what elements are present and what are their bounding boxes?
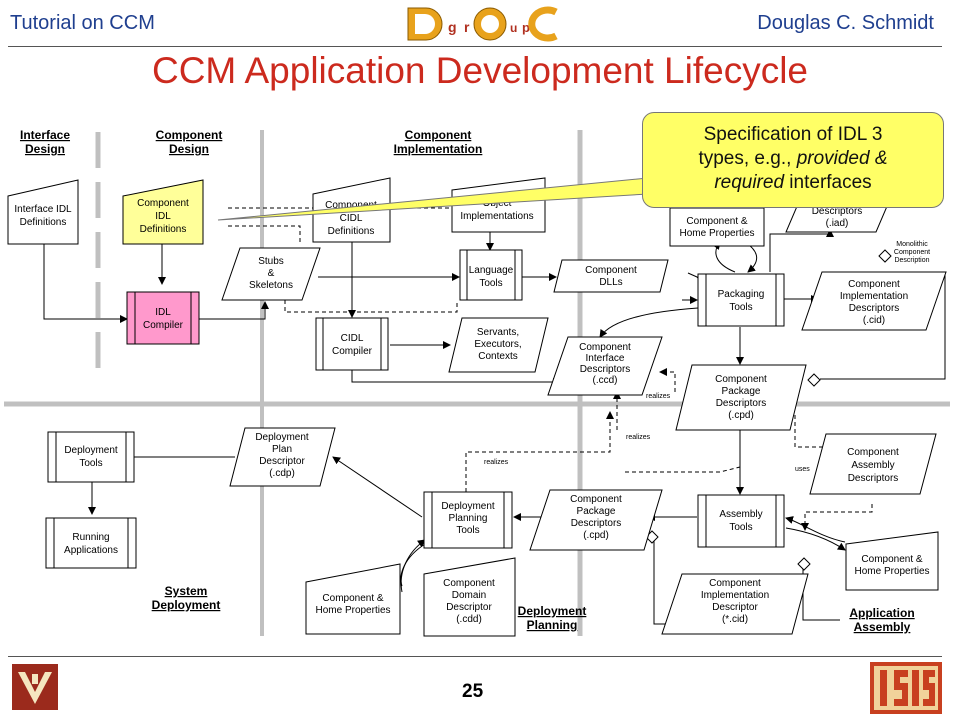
node-interface-descriptors [547,336,663,396]
callout-line-2: types, e.g., provided & [698,148,888,169]
label-home-props-top: Component &Home Properties [679,216,754,239]
label-home-props-left: Component &Home Properties [315,593,390,616]
node-interface-idl [7,179,79,245]
realizes-label-1: realizes [646,393,671,400]
node-package-descriptors-bottom [529,489,663,551]
node-stubs [221,247,321,301]
node-component-idl [122,179,204,245]
node-running-apps [45,517,137,569]
svg-text:r: r [464,19,470,35]
node-home-props-top [669,207,765,247]
callout-note: Specification of IDL 3 types, e.g., prov… [642,112,944,208]
node-language-tools [459,249,523,301]
node-cidl-compiler [315,317,389,371]
footer-divider [8,656,942,657]
node-assembly-descriptors [809,433,937,495]
node-idl-compiler [126,291,200,345]
node-deployment-tools [47,431,135,483]
callout-pointer [217,177,649,221]
node-servants [448,317,549,373]
node-package-descriptors-top [675,364,807,431]
label-servants: Servants,Executors,Contexts [474,327,521,362]
page-number: 25 [462,681,484,702]
node-component-dlls [553,259,669,293]
node-planning-tools [423,491,513,549]
slide-title: CCM Application Development Lifecycle [151,50,809,91]
node-home-props-right [845,531,939,591]
node-impl-descriptor-bottom [661,573,809,635]
isis-logo [870,662,942,714]
doc-group-logo: g r u p [407,6,558,42]
label-assembly-descriptors-top: Descriptors(.iad) [812,206,863,229]
node-assembly-tools [697,494,785,548]
node-domain-descriptor [423,557,516,637]
callout-line-3: required interfaces [714,172,872,193]
svg-text:u: u [510,21,517,35]
label-home-props-right: Component &Home Properties [854,554,929,577]
header-divider [8,46,942,47]
svg-text:g: g [448,19,457,35]
realizes-label-3: realizes [484,459,509,466]
header-author: Douglas C. Schmidt [757,12,934,34]
node-packaging-tools [697,273,785,327]
node-deployment-plan [229,427,336,487]
uses-label: uses [795,466,810,473]
svg-text:p: p [522,20,530,35]
node-impl-descriptors [801,271,947,331]
callout-line-1: Specification of IDL 3 [703,124,883,145]
header-tutorial-title: Tutorial on CCM [10,12,155,34]
realizes-label-2: realizes [626,434,651,441]
vanderbilt-logo [12,664,58,710]
label-stubs: Stubs&Skeletons [249,256,293,291]
node-home-props-left [305,563,401,635]
